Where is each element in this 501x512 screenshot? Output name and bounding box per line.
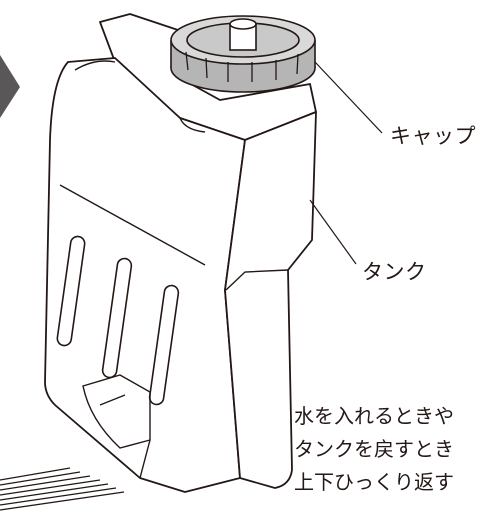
leader-lines bbox=[309, 61, 383, 265]
cap-label: キャップ bbox=[390, 124, 476, 148]
base-tray bbox=[0, 467, 125, 511]
tank-body bbox=[44, 13, 317, 493]
tank-details bbox=[59, 60, 289, 479]
note-line: 水を入れるときや bbox=[294, 404, 454, 428]
cap bbox=[170, 15, 316, 93]
grip-slots bbox=[56, 235, 180, 406]
triangle-arrow-icon bbox=[0, 55, 20, 118]
tank-label: タンク bbox=[362, 260, 427, 284]
note-line: 上下ひっくり返す bbox=[294, 470, 454, 494]
note-line: タンクを戻すとき bbox=[294, 437, 454, 461]
